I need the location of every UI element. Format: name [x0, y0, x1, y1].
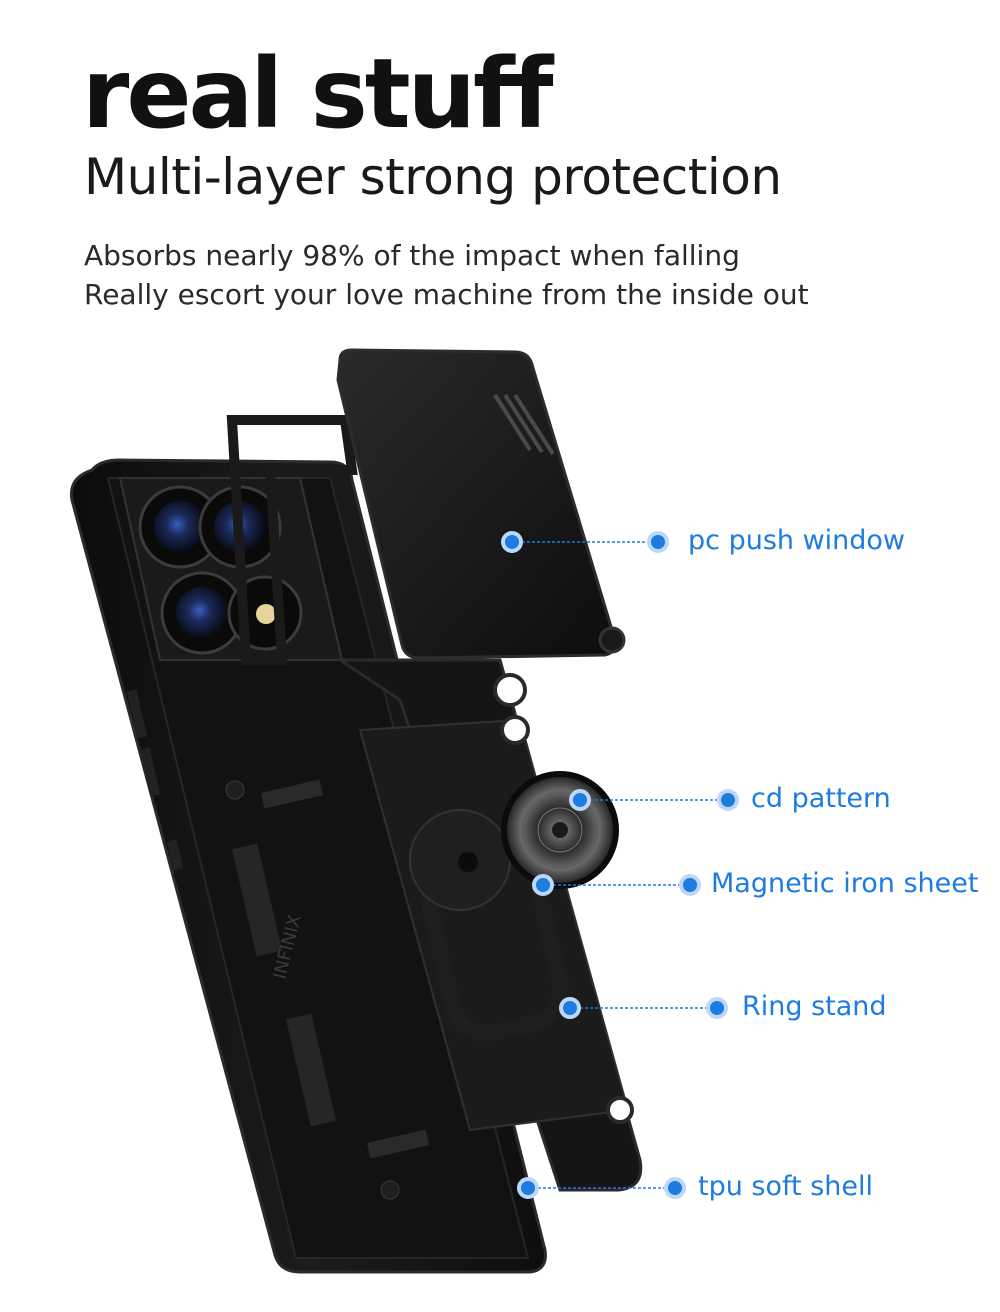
- subheadline: Multi-layer strong protection: [84, 148, 782, 206]
- callout-magnetic-iron-sheet: Magnetic iron sheet: [711, 868, 979, 899]
- callout-cd-pattern: cd pattern: [751, 783, 891, 814]
- tpu-shell-layer: INFINIX: [69, 458, 547, 1274]
- push-window-layer: [336, 348, 626, 660]
- description-line-1: Absorbs nearly 98% of the impact when fa…: [84, 239, 740, 272]
- description-line-2: Really escort your love machine from the…: [84, 278, 809, 311]
- callout-pc-push-window: pc push window: [688, 525, 906, 556]
- callout-leaders: [501, 531, 739, 1199]
- callout-ring-stand: Ring stand: [742, 991, 887, 1022]
- headline: real stuff: [82, 38, 553, 150]
- callout-tpu-soft-shell: tpu soft shell: [698, 1171, 873, 1202]
